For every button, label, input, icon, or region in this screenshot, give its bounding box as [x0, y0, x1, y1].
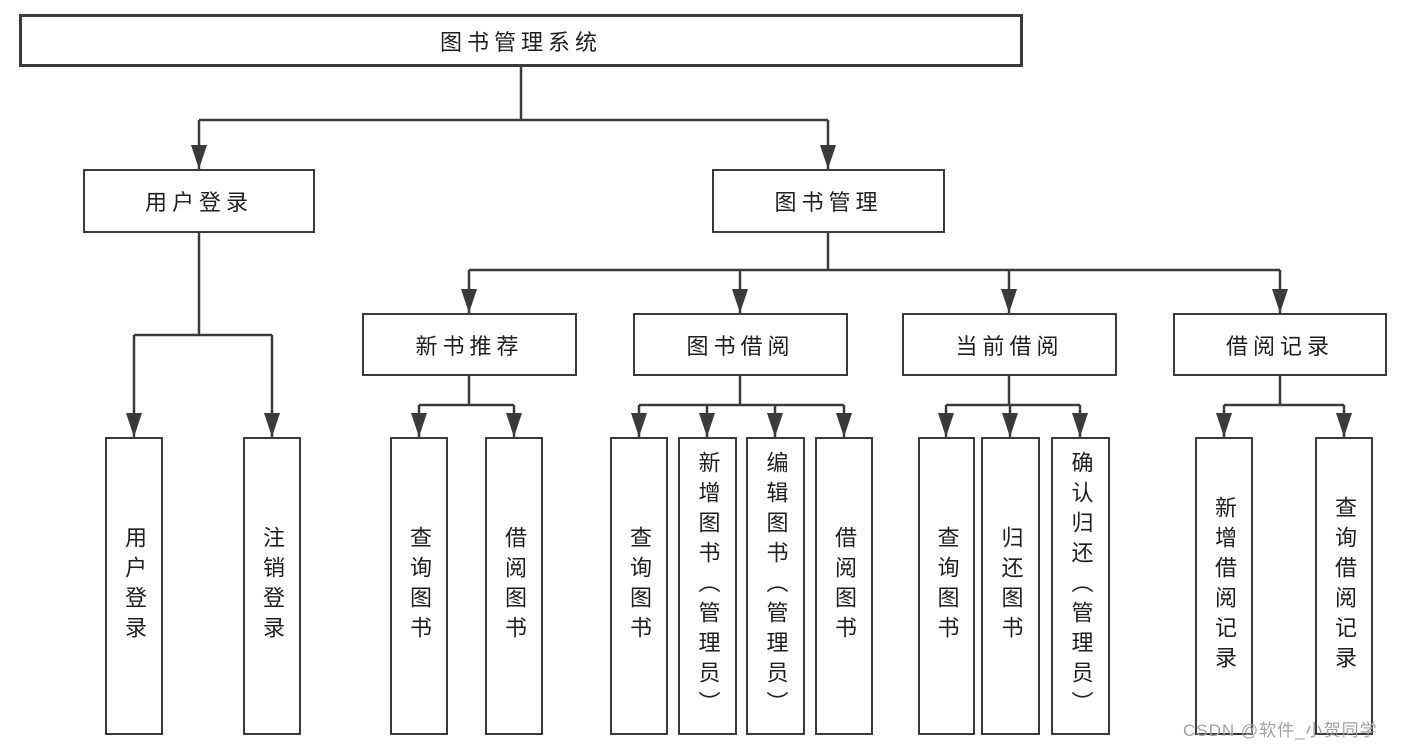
edge-login-to-leaves [132, 233, 274, 437]
leaf-user-login: 用户登录 [105, 437, 163, 735]
leaf-logout: 注销登录 [243, 437, 301, 735]
edge-newbook-to-leaves [417, 376, 516, 437]
edge-root-to-level2 [197, 67, 830, 169]
leaf-confirm-return-admin: 确认归还（管理员） [1051, 437, 1110, 735]
leaf-query-borrow-record: 查询借阅记录 [1315, 437, 1373, 735]
node-book-borrow: 图书借阅 [633, 313, 848, 376]
node-label: 查询图书 [627, 526, 652, 646]
node-label: 查询图书 [407, 526, 432, 646]
node-current-borrow: 当前借阅 [902, 313, 1117, 376]
edge-manage-to-level3 [467, 233, 1282, 313]
node-label: 借阅记录 [1225, 333, 1334, 359]
node-label: 用户登录 [144, 190, 253, 215]
leaf-add-borrow-record: 新增借阅记录 [1195, 437, 1253, 735]
node-label: 借阅图书 [502, 526, 527, 646]
node-label: 图书借阅 [686, 333, 795, 359]
node-label: 查询借阅记录 [1332, 496, 1357, 676]
node-label: 新增图书（管理员） [695, 451, 721, 721]
node-label: 当前借阅 [955, 333, 1064, 359]
node-label: 查询图书 [934, 526, 960, 646]
node-label: 借阅图书 [832, 526, 857, 646]
node-label: 新书推荐 [415, 333, 524, 359]
node-borrow-records: 借阅记录 [1173, 313, 1387, 376]
node-label: 图书管理系统 [439, 29, 602, 55]
node-label: 注销登录 [260, 526, 285, 646]
leaf-query-books-recommend: 查询图书 [390, 437, 448, 735]
node-label: 确认归还（管理员） [1068, 451, 1094, 721]
leaf-borrow-books: 借阅图书 [815, 437, 873, 735]
leaf-query-books-current: 查询图书 [918, 437, 975, 735]
node-label: 归还图书 [998, 526, 1024, 646]
node-label: 新增借阅记录 [1212, 496, 1237, 676]
node-label: 编辑图书（管理员） [763, 451, 789, 721]
leaf-return-books: 归还图书 [981, 437, 1040, 735]
leaf-edit-books-admin: 编辑图书（管理员） [746, 437, 805, 735]
edge-borrow-to-leaves [637, 376, 846, 437]
node-book-management: 图书管理 [712, 169, 945, 233]
edge-current-to-leaves [944, 376, 1082, 437]
csdn-watermark: CSDN @软件_小贺同学 [1183, 721, 1378, 740]
node-label: 用户登录 [122, 526, 147, 646]
node-label: 图书管理 [774, 190, 883, 215]
node-user-login: 用户登录 [83, 169, 315, 233]
edge-record-to-leaves [1222, 376, 1346, 437]
node-system-root: 图书管理系统 [19, 14, 1023, 67]
node-new-book-recommend: 新书推荐 [362, 313, 577, 376]
leaf-query-books-borrow: 查询图书 [610, 437, 668, 735]
leaf-add-books-admin: 新增图书（管理员） [678, 437, 737, 735]
leaf-borrow-books-recommend: 借阅图书 [485, 437, 543, 735]
